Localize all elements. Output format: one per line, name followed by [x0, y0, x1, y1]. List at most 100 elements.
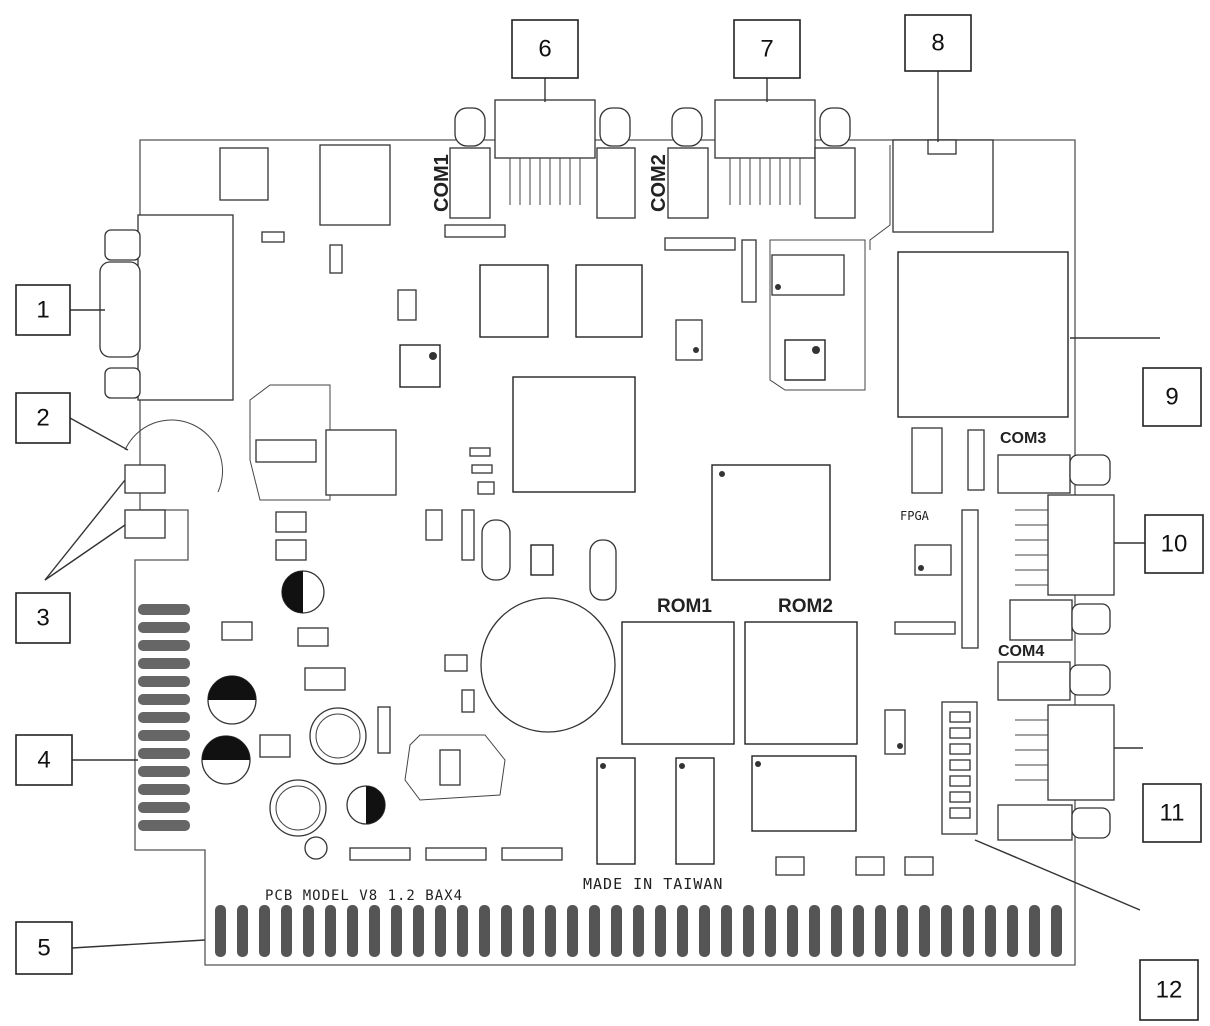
rom1-label: ROM1 [657, 596, 712, 617]
ic-socket-outline [404, 734, 506, 801]
rom2-chip [744, 621, 858, 745]
module-9 [897, 251, 1069, 418]
callout-2: 2 [15, 392, 71, 444]
com3-connector [997, 454, 1115, 641]
com2-label: COM2 [648, 154, 670, 212]
ic-u5 [575, 264, 643, 338]
crystal [397, 289, 417, 321]
chip-outline [769, 239, 866, 391]
com3-label: COM3 [1000, 430, 1046, 447]
header-strip [501, 847, 563, 861]
fpga-header [961, 509, 979, 649]
main-asic [711, 464, 831, 581]
callout-8: 8 [904, 14, 972, 72]
ram-chip-2 [675, 757, 715, 865]
smd-part [855, 856, 885, 876]
inductor [269, 779, 327, 837]
crystal-2 [589, 539, 617, 601]
callout-8-label: 8 [931, 30, 944, 57]
callout-5: 5 [15, 921, 73, 975]
resistor [377, 706, 391, 754]
callout-4-label: 4 [37, 747, 50, 774]
ic-top-left-2 [319, 144, 391, 226]
diode [275, 511, 307, 533]
callout-6: 6 [511, 19, 579, 79]
resistor [461, 509, 475, 561]
callout-3-label: 3 [36, 605, 49, 632]
left-dsub-connector [99, 214, 234, 401]
rom2-label: ROM2 [778, 596, 833, 617]
smd-part [297, 627, 329, 647]
ic-top-left [219, 147, 269, 201]
header-vertical [741, 239, 757, 303]
callout-11: 11 [1142, 783, 1202, 843]
callout-7: 7 [733, 19, 801, 79]
made-in-label: MADE IN TAIWAN [583, 875, 723, 893]
smd-part [461, 689, 475, 713]
com1-label: COM1 [431, 154, 453, 212]
transistor [304, 836, 328, 860]
smd-part [904, 856, 934, 876]
com4-connector [997, 661, 1115, 841]
callout-1: 1 [15, 284, 71, 336]
com4-label: COM4 [998, 643, 1044, 660]
callout-5-label: 5 [37, 935, 50, 962]
smd-part [775, 856, 805, 876]
ram-chip-1 [596, 757, 636, 865]
ic-small [439, 749, 461, 786]
ic-right-small [784, 339, 826, 381]
inductor [309, 707, 367, 765]
resistor [425, 509, 443, 541]
battery-holder [124, 419, 223, 539]
capacitor [207, 675, 257, 725]
ic-small [675, 319, 703, 361]
ic-left-2 [325, 429, 397, 496]
diode [275, 539, 307, 561]
callout-7-label: 7 [760, 36, 773, 63]
ic-u4 [479, 264, 549, 338]
resistor [261, 231, 285, 243]
bottom-edge-fingers [215, 905, 1062, 957]
ic-small [399, 344, 441, 388]
header-strip [425, 847, 487, 861]
smd-part [471, 464, 493, 474]
header-strip [349, 847, 411, 861]
callout-9-label: 9 [1165, 384, 1178, 411]
callout-11-label: 11 [1160, 800, 1185, 827]
cpu-chip [512, 376, 636, 493]
capacitor [346, 785, 386, 825]
regulator [304, 667, 346, 691]
resistor [329, 244, 343, 274]
left-edge-fingers [138, 604, 190, 831]
ic-left [255, 439, 317, 463]
network-jack [869, 139, 994, 250]
crystal-1 [481, 519, 511, 581]
capacitor [281, 570, 325, 614]
pin-header-12 [941, 701, 978, 835]
smd-part [259, 734, 291, 758]
smd-part [221, 621, 253, 641]
ic-lower-right [751, 755, 857, 832]
callout-6-label: 6 [538, 36, 551, 63]
ic-com3 [911, 427, 943, 494]
ic-socket-outline [249, 384, 331, 501]
smd-part [444, 654, 468, 672]
leader-lines [44, 70, 1160, 949]
callout-9: 9 [1142, 367, 1202, 427]
header-strip [894, 621, 956, 635]
capacitor [201, 735, 251, 785]
header-com3 [967, 429, 985, 491]
header-strip [664, 237, 736, 251]
pcb-model-label: PCB MODEL V8 1.2 BAX4 [265, 888, 463, 904]
callout-10-label: 10 [1161, 531, 1188, 558]
callout-4: 4 [15, 734, 73, 786]
rom1-chip [621, 621, 735, 745]
smd-part [469, 447, 491, 457]
ic-right [771, 254, 845, 296]
header-strip [444, 224, 506, 238]
smd-part [477, 481, 495, 495]
coin-cell [480, 597, 616, 733]
ic-tiny [530, 544, 554, 576]
callout-10: 10 [1144, 514, 1204, 574]
